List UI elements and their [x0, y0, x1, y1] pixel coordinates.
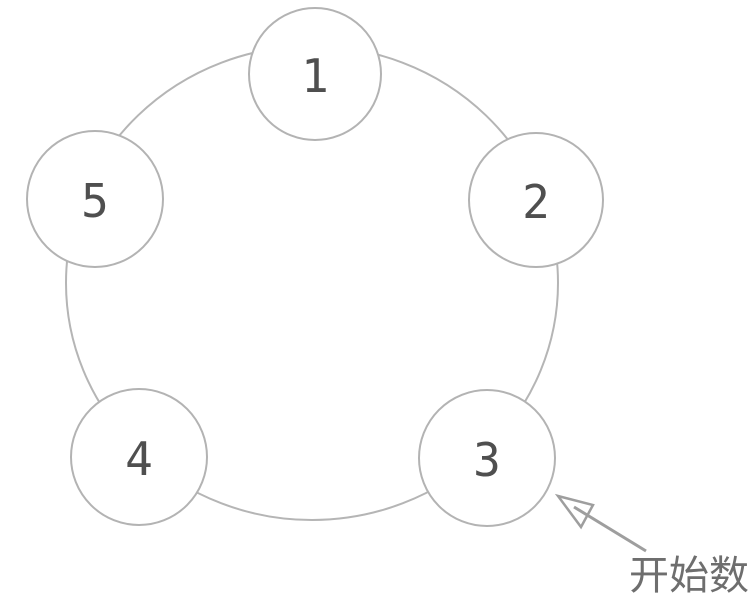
node-circle-2	[468, 132, 604, 268]
node-label-2: 2	[522, 175, 550, 229]
node-circle-1	[248, 7, 382, 141]
node-label-3: 3	[473, 433, 501, 487]
node-circle-3	[418, 389, 556, 527]
start-arrow-shaft	[573, 505, 647, 553]
node-label-5: 5	[81, 174, 109, 228]
node-circle-4	[70, 388, 208, 526]
node-label-4: 4	[125, 432, 153, 486]
start-counting-label: 开始数	[629, 553, 749, 599]
node-label-1: 1	[301, 49, 329, 103]
node-circle-5	[26, 130, 164, 268]
start-arrow-head	[554, 493, 595, 530]
